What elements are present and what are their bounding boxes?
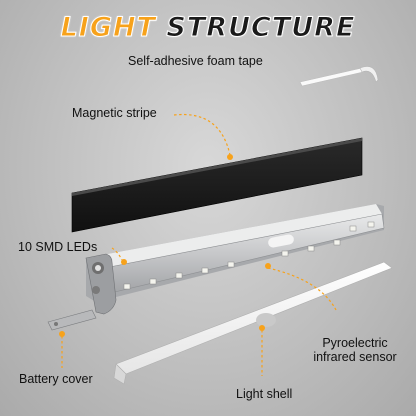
led-10 (368, 222, 374, 227)
battery-cover (48, 254, 116, 330)
leader-magnetic-stripe (174, 115, 230, 156)
led-5 (228, 262, 234, 267)
led-7 (308, 246, 314, 251)
label-smd-leds: 10 SMD LEDs (18, 240, 97, 254)
led-6 (282, 251, 288, 256)
shell-lens (256, 313, 276, 327)
label-pyro-line1: Pyroelectric (309, 336, 401, 350)
label-magnetic-stripe: Magnetic stripe (72, 106, 157, 120)
led-9 (350, 226, 356, 231)
label-pyroelectric-sensor: Pyroelectric infrared sensor (309, 336, 401, 364)
label-foam-tape: Self-adhesive foam tape (128, 54, 263, 68)
led-3 (176, 273, 182, 278)
led-8 (334, 240, 340, 245)
label-pyro-line2: infrared sensor (309, 350, 401, 364)
label-battery-cover: Battery cover (19, 372, 93, 386)
led-1 (124, 284, 130, 289)
label-light-shell: Light shell (236, 387, 292, 401)
led-4 (202, 268, 208, 273)
led-2 (150, 279, 156, 284)
foam-tape (300, 67, 378, 87)
